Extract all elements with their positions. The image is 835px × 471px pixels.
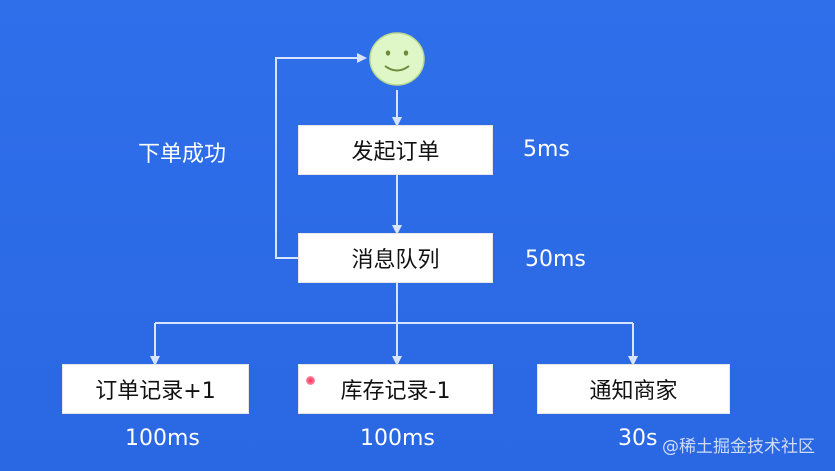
message-queue-timing: 50ms	[525, 247, 586, 272]
message-queue-node: 消息队列	[298, 233, 493, 283]
notify-merchant-text: 通知商家	[589, 379, 678, 404]
inventory-record-timing: 100ms	[360, 426, 435, 451]
notify-merchant-node: 通知商家	[537, 364, 730, 414]
initiate-order-node: 发起订单	[298, 125, 493, 175]
red-dot-icon	[306, 376, 315, 385]
notify-merchant-timing: 30s	[618, 426, 658, 451]
order-success-label: 下单成功	[138, 142, 227, 167]
message-queue-text: 消息队列	[351, 248, 440, 273]
order-record-timing: 100ms	[125, 426, 200, 451]
order-record-text: 订单记录+1	[95, 379, 216, 404]
inventory-record-node: 库存记录-1	[298, 364, 493, 414]
order-record-node: 订单记录+1	[62, 364, 249, 414]
inventory-record-text: 库存记录-1	[340, 379, 451, 404]
initiate-order-text: 发起订单	[351, 140, 440, 165]
initiate-order-timing: 5ms	[523, 137, 570, 162]
watermark-text: @稀土掘金技术社区	[662, 437, 815, 457]
smiley-face-icon	[369, 32, 425, 86]
